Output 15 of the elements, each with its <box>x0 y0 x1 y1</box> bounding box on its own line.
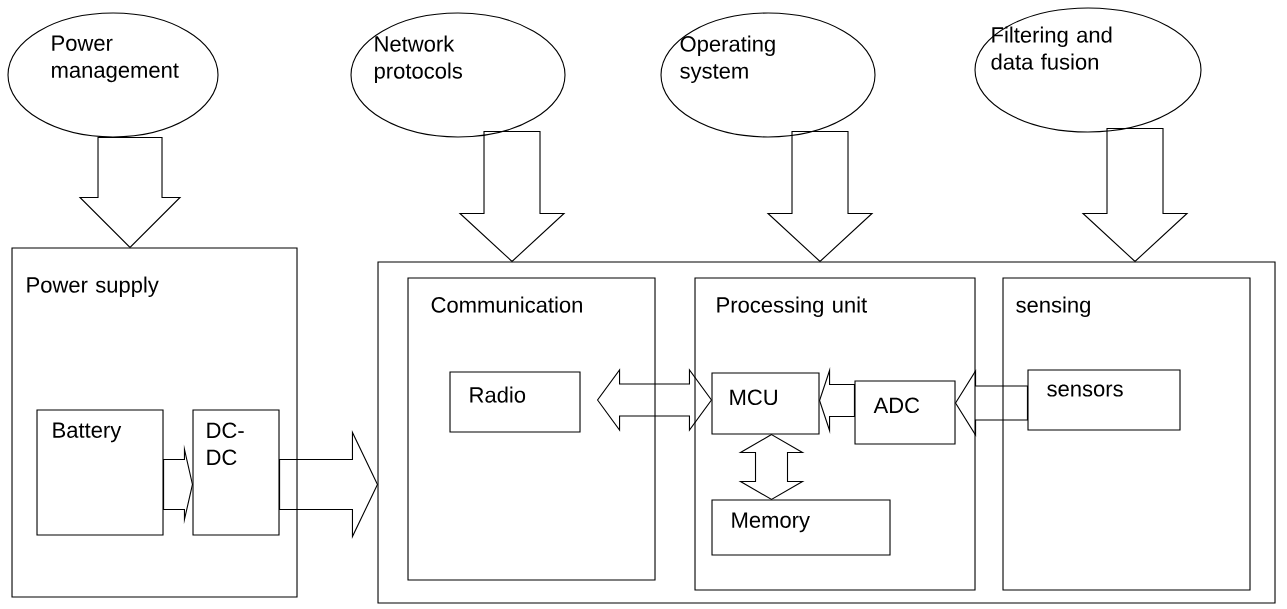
block-box: Memory <box>711 499 891 556</box>
block-box: Battery <box>36 409 164 536</box>
block-arrow <box>458 131 566 263</box>
block-arrow <box>819 367 855 434</box>
block-arrow <box>78 137 182 249</box>
block-arrow <box>163 444 194 525</box>
block-box: sensors <box>1027 369 1181 431</box>
block-box: MCU <box>711 372 820 435</box>
block-arrow <box>1081 128 1189 263</box>
block-arrow <box>279 430 379 539</box>
block-box: Radio <box>449 371 581 433</box>
block-box: ADC <box>854 380 956 445</box>
block-arrow <box>766 131 874 263</box>
block-arrow <box>954 369 1028 437</box>
block-box: DC-DC <box>192 409 280 536</box>
